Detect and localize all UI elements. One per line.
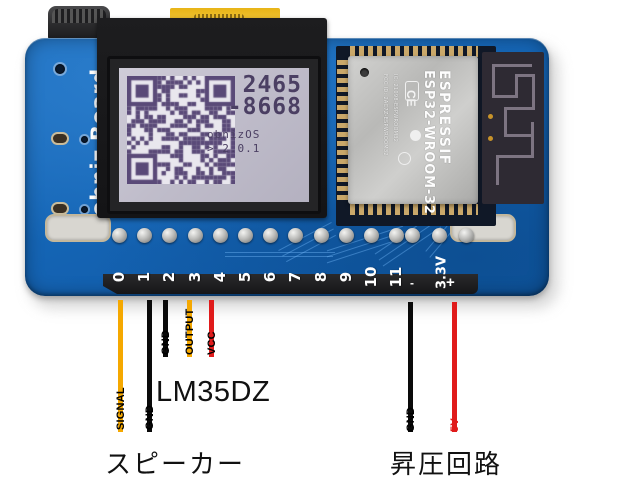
io-pin-label-0: 0 — [110, 271, 128, 283]
io-pin-label-9: 9 — [336, 271, 355, 283]
io-pin-4[interactable] — [212, 228, 228, 243]
esp32-logo-box-icon — [405, 81, 419, 101]
bottom-header-strip — [103, 274, 478, 294]
wire-label-vcc: VCC — [206, 331, 218, 355]
right-device-caption: 昇圧回路 — [390, 450, 503, 480]
io-pin-label-7: 7 — [286, 271, 305, 283]
wire-label-gnd: GND — [144, 404, 156, 430]
esp32-pins-bottom — [350, 204, 478, 215]
wire-signal — [118, 300, 123, 432]
wire-output — [187, 300, 192, 357]
device-id-line2: -8668 — [227, 94, 302, 120]
io-pin-label-3: 3 — [185, 271, 204, 283]
io-pin-3[interactable] — [187, 228, 203, 243]
wire-label-signal: SIGNAL — [115, 387, 127, 430]
wire-label-gnd: GND — [405, 406, 417, 432]
io-pin-11[interactable] — [389, 228, 405, 243]
edge-pad — [53, 134, 67, 143]
left-device-caption: スピーカー — [105, 450, 246, 480]
io-pin-label-8: 8 — [311, 271, 330, 283]
lcd-screen: 2465 -8668 obnizOS > 2.0.1 — [119, 68, 309, 202]
io-pin-label-10: 10 — [362, 266, 380, 288]
io-pin-label-6: 6 — [261, 271, 280, 283]
sensor-part-caption: LM35DZ — [156, 376, 271, 408]
device-id-display: 2465 -8668 — [210, 72, 302, 120]
wire-gnd — [408, 302, 413, 432]
esp32-fcc-text: FCC ID: 2AC7Z-ESPWROOM32 — [382, 74, 388, 156]
wire-label-gnd: GND — [160, 329, 172, 355]
io-pin-1[interactable] — [137, 228, 153, 243]
io-pin-label-11: 11 — [387, 266, 406, 288]
power-pin-2[interactable] — [459, 228, 474, 243]
io-pin-5[interactable] — [238, 228, 253, 243]
io-pin-label-1: 1 — [135, 271, 154, 283]
io-pin-2[interactable] — [162, 228, 178, 243]
via-hole — [81, 136, 88, 143]
esp32-pins-left — [337, 60, 348, 200]
io-pin-label-2: 2 — [160, 271, 179, 283]
pcb-meander-antenna-icon — [482, 52, 544, 204]
io-pin-7[interactable] — [288, 228, 304, 243]
os-name-text: obnizOS — [207, 128, 261, 141]
esp32-part-text: ESP32-WROOM-32 — [421, 70, 436, 215]
power-minus-label: - — [410, 276, 414, 290]
power-plus-label: + — [446, 274, 455, 291]
wire-gnd — [163, 300, 168, 357]
io-pin-6[interactable] — [263, 228, 279, 243]
esp32-recycle-icon — [398, 152, 411, 165]
io-pin-10[interactable] — [364, 228, 379, 243]
esp32-marker-dot — [360, 68, 369, 77]
os-version-text: > 2.0.1 — [207, 142, 261, 155]
esp32-round-logo-icon — [410, 130, 421, 141]
wire-label-output: OUTPUT — [184, 308, 196, 355]
io-pin-label-5: 5 — [236, 271, 254, 283]
esp32-ic-text: IC: 21098-ESPWROOM32 — [392, 74, 398, 143]
wire-gnd — [147, 300, 152, 432]
mounting-slot-left — [45, 214, 111, 242]
wire-5v — [452, 302, 457, 432]
edge-pad — [53, 204, 67, 213]
io-pin-label-4: 4 — [210, 271, 229, 283]
power-pin-1[interactable] — [432, 228, 447, 243]
os-info-display: obnizOS > 2.0.1 — [207, 128, 299, 156]
via-hole — [81, 206, 88, 213]
mounting-hole — [55, 64, 65, 74]
wire-vcc — [209, 300, 214, 357]
esp32-pins-top — [350, 46, 478, 57]
antenna-via — [488, 136, 493, 141]
device-id-line1: 2465 — [242, 72, 302, 98]
io-pin-9[interactable] — [338, 228, 354, 243]
wire-label-5v: 5V — [449, 418, 461, 432]
qr-code-icon — [127, 76, 235, 184]
esp32-shield-can: ESPRESSIF ESP32-WROOM-32 FCC ID: 2AC7Z-E… — [348, 56, 478, 215]
io-pin-8[interactable] — [313, 228, 329, 243]
display-bezel: 2465 -8668 obnizOS > 2.0.1 — [107, 56, 321, 214]
power-pin-0[interactable] — [405, 228, 420, 243]
esp32-brand-text: ESPRESSIF — [436, 70, 452, 166]
io-pin-0[interactable] — [112, 228, 127, 243]
antenna-via — [488, 114, 493, 119]
